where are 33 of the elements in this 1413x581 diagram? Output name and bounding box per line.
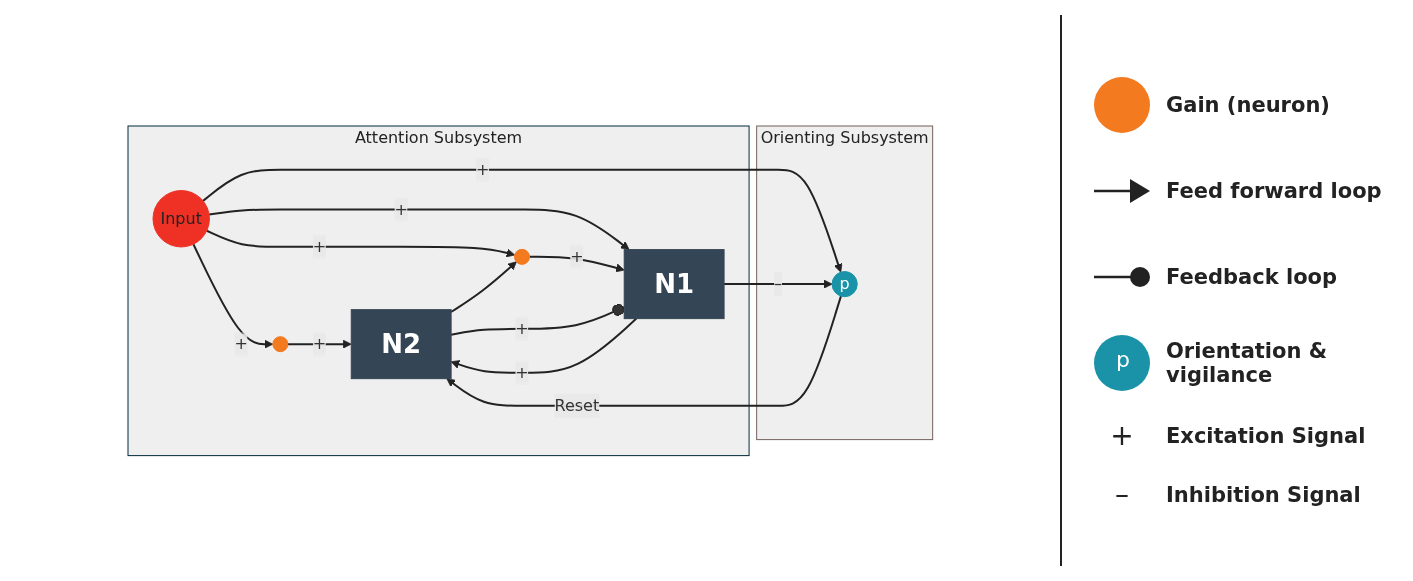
arrow (192, 242, 273, 349)
arrow (207, 208, 630, 250)
arrow (286, 339, 352, 349)
edge-label: + (475, 159, 490, 179)
legend-text: Feed forward loop (1166, 179, 1382, 203)
arrow (528, 255, 625, 272)
node-circle (272, 335, 288, 352)
legend-symbol: + (1110, 419, 1134, 452)
legend-text: Feedback loop (1166, 265, 1338, 289)
edge-label: + (234, 333, 248, 353)
arrow (201, 168, 843, 273)
arrow (722, 279, 833, 289)
node-circle: p (831, 270, 858, 297)
legend-symbol: p (1116, 347, 1130, 372)
arrow (449, 261, 517, 313)
edge-label: + (312, 236, 326, 256)
edge-label: Reset (554, 395, 599, 415)
edge-label: + (312, 333, 326, 353)
node-box: N1 (623, 248, 725, 319)
node-circle (513, 248, 530, 265)
legend-text: Orientation & vigilance (1166, 339, 1329, 387)
edge-label: + (394, 199, 408, 219)
legend-symbol: – (1115, 478, 1129, 511)
node-circle: Input (152, 189, 210, 248)
edge-label: – (773, 273, 782, 293)
arrow (446, 294, 842, 407)
edge-label: + (514, 318, 529, 338)
legend-text: Inhibition Signal (1166, 482, 1361, 507)
legend-text: Excitation Signal (1166, 423, 1366, 448)
legend-text: Gain (neuron) (1166, 93, 1330, 117)
edge-label: + (514, 362, 529, 382)
edge-label: + (569, 246, 584, 266)
node-box: N2 (350, 308, 452, 379)
